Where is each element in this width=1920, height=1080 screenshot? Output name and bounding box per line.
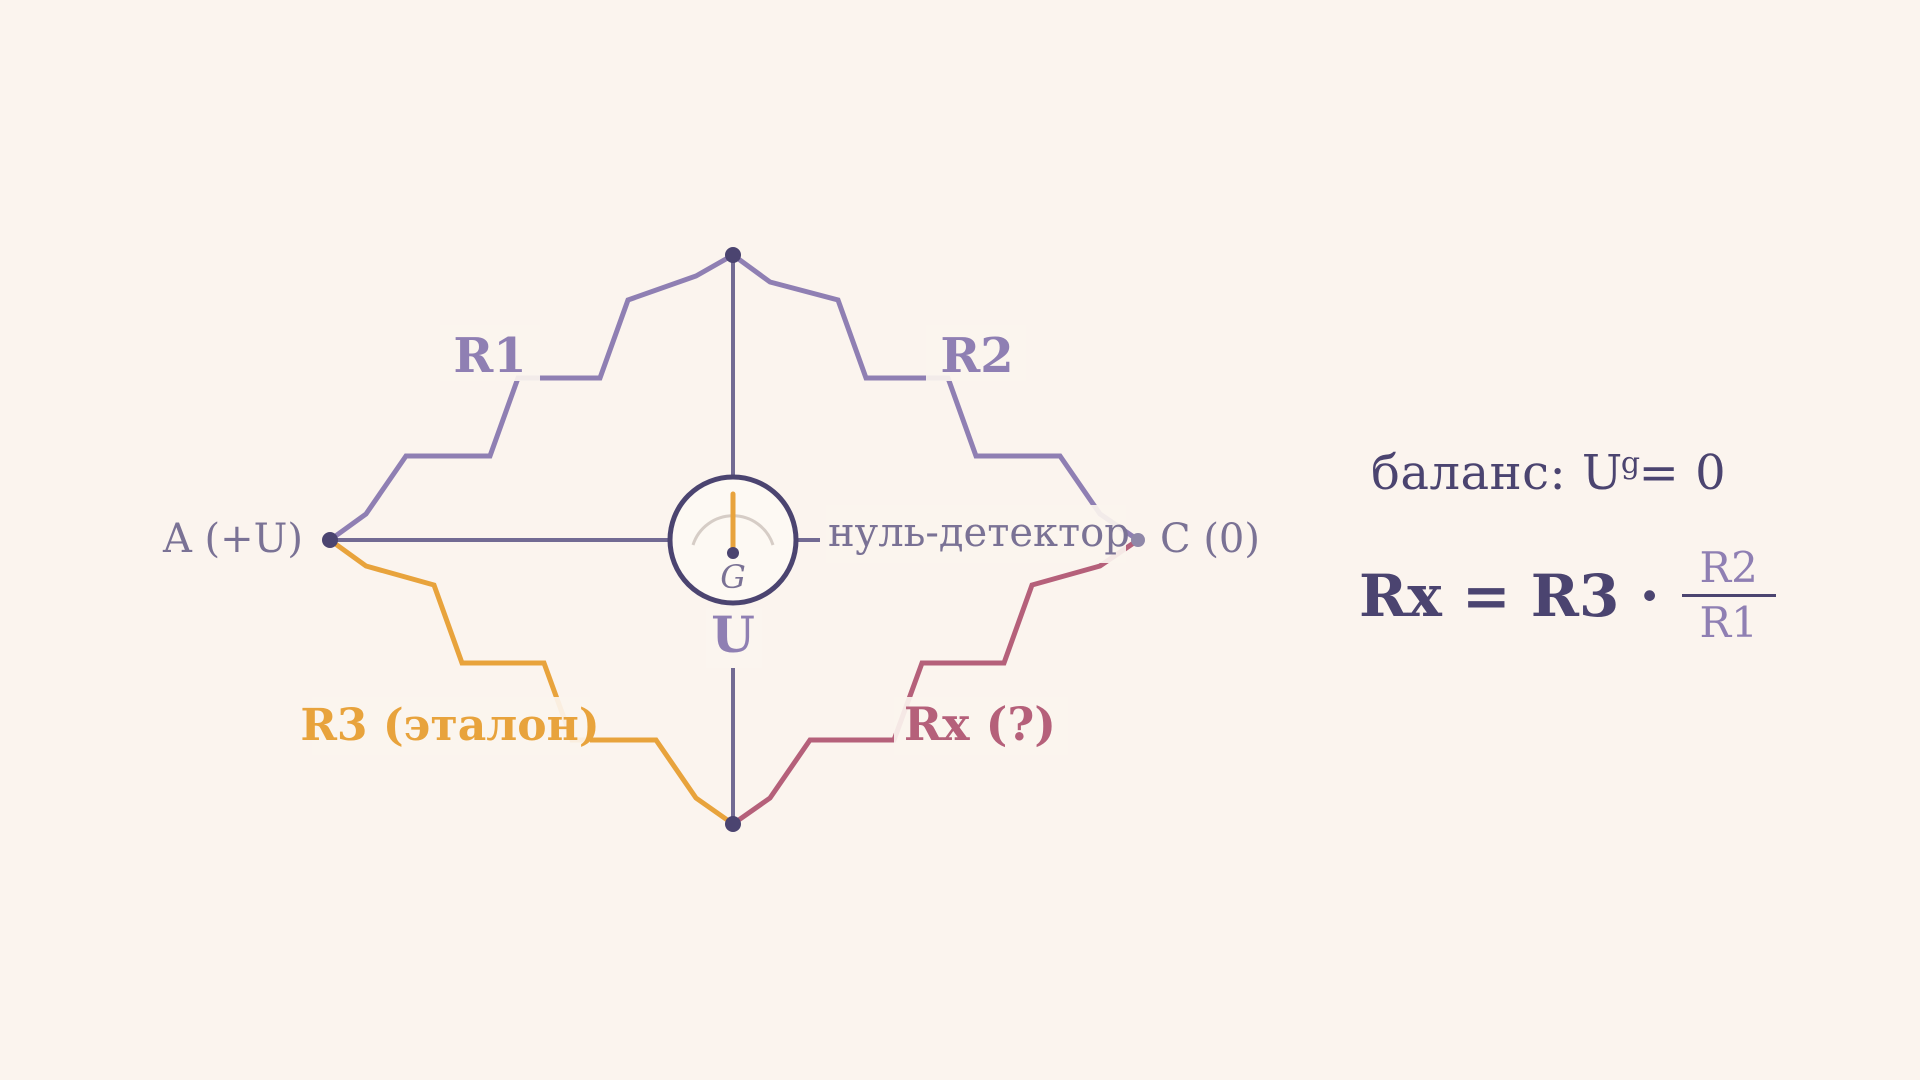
rx-label-halo (894, 697, 1068, 755)
detector-label-halo (826, 505, 1126, 563)
galvanometer-symbol: G (720, 558, 746, 596)
fraction-denominator: R1 (1699, 598, 1758, 647)
resistor-rx-label: Rx (?) (904, 697, 1056, 751)
rx-equation: Rx = R3 · R2 R1 (1359, 543, 1776, 648)
resistor-r2-label: R2 (940, 328, 1013, 384)
resistor-r2-path (731, 252, 1140, 543)
balance-subscript: g (1620, 446, 1641, 481)
balance-prefix: баланс: U (1371, 445, 1623, 501)
balance-suffix: = 0 (1638, 445, 1727, 501)
node-bottom-dot (725, 816, 741, 832)
equation-main: Rx = R3 · (1359, 561, 1660, 630)
source-label: U (711, 605, 755, 664)
node-top-dot (725, 247, 741, 263)
fraction-numerator: R2 (1699, 543, 1758, 592)
galvanometer-icon (667, 474, 799, 606)
node-c-label: C (0) (1160, 516, 1260, 562)
balance-condition: баланс: Ug= 0 (1371, 445, 1726, 501)
node-a-dot (322, 532, 338, 548)
node-c-dot (1131, 533, 1145, 547)
r2-label-halo (926, 325, 1026, 381)
resistor-r3-path (328, 537, 735, 827)
equation-fraction: R2 R1 (1681, 543, 1776, 648)
resistor-r1-label: R1 (453, 328, 526, 384)
fraction-bar (1681, 594, 1776, 597)
r3-label-halo (312, 697, 590, 755)
detector-caption: нуль-детектор (828, 510, 1130, 556)
resistor-r1-path (328, 252, 735, 543)
resistor-r3-label: R3 (эталон) (300, 700, 599, 751)
resistor-rx-path (731, 537, 1140, 827)
r1-label-halo (440, 325, 540, 381)
source-label-halo (706, 608, 762, 668)
node-a-label: A (+U) (162, 516, 303, 562)
